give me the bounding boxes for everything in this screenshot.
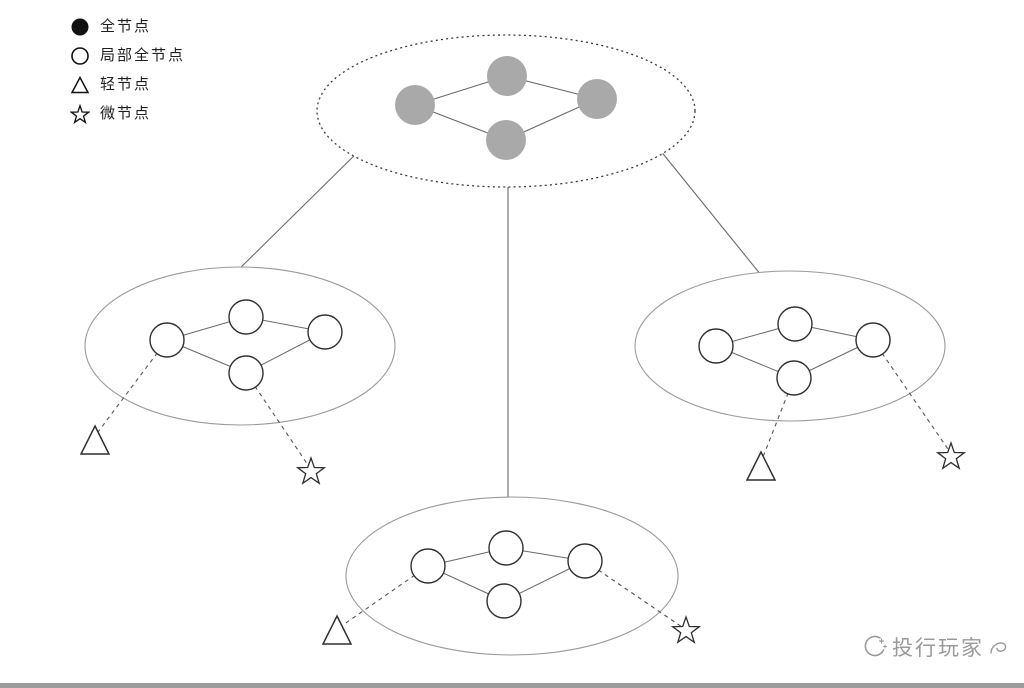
partial-full-node xyxy=(228,299,264,335)
legend-label-partial-full-node: 局部全节点 xyxy=(100,47,186,64)
dashed-link-to-light-node xyxy=(339,565,429,628)
dashed-link-to-light-node xyxy=(94,339,168,437)
bottom-cluster-boundary xyxy=(345,496,679,656)
legend-item-partial-full-node: 局部全节点 xyxy=(70,46,185,66)
light-node-icon xyxy=(70,75,90,94)
micro-node-star xyxy=(297,457,325,484)
partial-full-node xyxy=(698,328,734,364)
connector-top-to-right xyxy=(659,149,766,281)
watermark-icon xyxy=(864,635,888,657)
top-cluster-nodes xyxy=(395,56,617,160)
partial-full-node xyxy=(149,322,185,358)
dashed-link-to-micro-node xyxy=(245,372,311,469)
partial-full-node xyxy=(228,355,264,391)
dashed-link-to-micro-node xyxy=(872,339,951,453)
cluster-connectors xyxy=(229,144,766,505)
micro-node-icon xyxy=(70,105,90,124)
right-cluster-nodes xyxy=(698,306,891,396)
partial-full-node xyxy=(307,314,343,350)
partial-full-node xyxy=(777,306,813,342)
full-node xyxy=(395,85,435,125)
dashed-link-to-micro-node xyxy=(584,560,683,628)
partial-full-node-icon xyxy=(71,47,89,65)
right-cluster-links xyxy=(760,339,951,463)
partial-full-node xyxy=(567,543,603,579)
footer-divider xyxy=(0,683,1024,688)
legend-label-micro-node: 微节点 xyxy=(100,105,152,122)
right-cluster xyxy=(634,270,965,481)
full-node-icon xyxy=(71,18,89,36)
watermark-flourish xyxy=(990,642,1007,654)
partial-full-node xyxy=(486,583,522,619)
legend: 全节点 局部全节点 轻节点 微节点 xyxy=(70,17,185,124)
left-cluster-links xyxy=(94,339,311,469)
legend-label-light-node: 轻节点 xyxy=(100,76,152,93)
bottom-cluster-links xyxy=(339,560,683,628)
legend-item-light-node: 轻节点 xyxy=(70,75,185,95)
legend-item-micro-node: 微节点 xyxy=(70,104,185,124)
left-cluster-nodes xyxy=(149,299,343,391)
bottom-cluster xyxy=(322,496,700,656)
watermark: 投行玩家 xyxy=(858,632,1010,662)
legend-label-full-node: 全节点 xyxy=(100,18,152,35)
light-node-triangle xyxy=(80,425,110,455)
left-cluster-boundary xyxy=(84,266,396,426)
partial-full-node xyxy=(776,360,812,396)
full-node xyxy=(486,120,526,160)
partial-full-node xyxy=(410,548,446,584)
light-node-triangle xyxy=(746,451,776,481)
top-cluster-boundary xyxy=(316,34,696,188)
bottom-cluster-nodes xyxy=(410,530,603,619)
right-cluster-boundary xyxy=(634,270,946,422)
full-node xyxy=(487,56,527,96)
top-cluster xyxy=(316,34,696,188)
dashed-link-to-light-node xyxy=(760,377,795,463)
micro-node-star xyxy=(672,616,700,643)
legend-item-full-node: 全节点 xyxy=(70,17,185,37)
watermark-text: 投行玩家 xyxy=(892,637,984,660)
connector-top-to-left xyxy=(229,144,366,279)
partial-full-node xyxy=(855,322,891,358)
left-cluster xyxy=(80,266,396,484)
full-node xyxy=(577,79,617,119)
micro-node-star xyxy=(937,442,965,469)
light-node-triangle xyxy=(322,615,352,645)
partial-full-node xyxy=(488,530,524,566)
